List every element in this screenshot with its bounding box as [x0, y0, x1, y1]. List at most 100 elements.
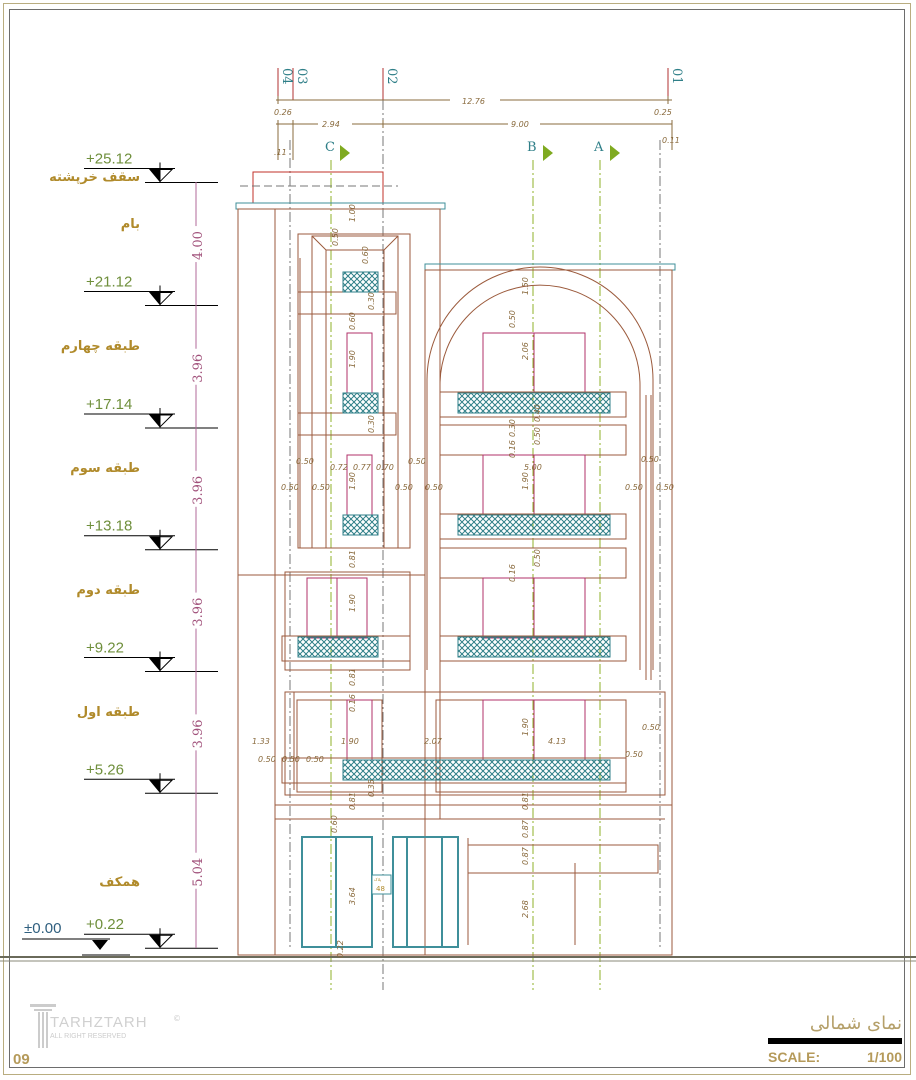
svg-text:0.87: 0.87	[521, 819, 530, 838]
svg-text:1.90: 1.90	[521, 472, 530, 490]
level-marker: +13.18	[84, 518, 218, 551]
svg-text:1.90: 1.90	[348, 472, 357, 490]
dim-span-main: 9.00	[511, 120, 529, 129]
svg-text:0.81: 0.81	[348, 550, 357, 568]
svg-text:0.50: 0.50	[331, 228, 340, 246]
level-value: +13.18	[86, 518, 132, 535]
svg-text:0.30: 0.30	[508, 419, 517, 437]
level-value: +9.22	[86, 639, 124, 656]
svg-text:3.64: 3.64	[348, 887, 357, 905]
floor-name-label: همکف	[99, 875, 140, 890]
svg-text:2.68: 2.68	[521, 900, 530, 918]
dim-gap	[189, 470, 203, 507]
dim-gap	[189, 592, 203, 629]
page-number: 09	[13, 1051, 30, 1068]
section-arrow-icon	[340, 145, 350, 161]
plate-number: 48	[376, 885, 385, 893]
svg-text:1.33: 1.33	[252, 737, 270, 746]
level-marker: +25.12	[84, 151, 218, 184]
svg-text:1.90: 1.90	[521, 718, 530, 736]
level-triangle-fill	[150, 935, 160, 948]
svg-text:0.50: 0.50	[642, 723, 660, 732]
balcony-slabs	[281, 391, 627, 784]
dim-left-offset: 0.26	[274, 108, 292, 117]
column-logo-icon	[30, 1004, 56, 1048]
svg-text:0.50: 0.50	[282, 755, 300, 764]
svg-text:1.90: 1.90	[348, 594, 357, 612]
grid-label-04: 04	[279, 68, 294, 85]
floor-height-label: 3.96	[191, 719, 206, 748]
floor-height-label: 3.96	[191, 476, 206, 505]
svg-text:0.30: 0.30	[367, 415, 376, 433]
dim-span-c: 2.94	[322, 120, 340, 129]
svg-text:0.35: 0.35	[367, 779, 376, 797]
svg-text:0.60: 0.60	[330, 815, 339, 833]
plate-label: پلاک	[374, 877, 381, 882]
svg-text:1.00: 1.00	[348, 204, 357, 222]
level-triangle-fill	[150, 658, 160, 671]
level-value: +25.12	[86, 151, 132, 168]
svg-text:0.87: 0.87	[521, 846, 530, 865]
grid-axes	[277, 68, 669, 100]
floor-height-label: 3.96	[191, 598, 206, 627]
level-marker: +17.14	[84, 396, 218, 429]
svg-text:1.90: 1.90	[341, 737, 359, 746]
level-marker: +21.12	[84, 274, 218, 307]
ground-level-marker	[22, 938, 130, 956]
svg-text:0.50: 0.50	[425, 483, 443, 492]
svg-text:0.50: 0.50	[258, 755, 276, 764]
scale-bar	[768, 1038, 902, 1044]
svg-text:0.50: 0.50	[625, 483, 643, 492]
level-triangle-fill	[150, 414, 160, 427]
svg-text:0.50: 0.50	[641, 455, 659, 464]
dim-right-offset: 0.25	[654, 108, 672, 117]
logo-copyright: ©	[173, 1014, 181, 1023]
logo-subtitle: ALL RIGHT RESERVED	[50, 1033, 127, 1040]
svg-text:0.50: 0.50	[281, 483, 299, 492]
drawing-border	[9, 9, 905, 1068]
level-triangle-fill	[150, 536, 160, 549]
section-arrow-icon	[543, 145, 553, 161]
balcony-railings	[297, 271, 611, 781]
level-marker: +9.22	[84, 639, 218, 672]
level-triangle-fill	[150, 292, 160, 305]
svg-text:0.60: 0.60	[361, 246, 370, 264]
svg-text:4.13: 4.13	[548, 737, 566, 746]
svg-text:0.70: 0.70	[376, 463, 394, 472]
floor-height-label: 4.00	[191, 231, 206, 260]
svg-text:0.72: 0.72	[330, 463, 348, 472]
svg-text:0.16: 0.16	[508, 440, 517, 458]
grid-label-03: 03	[294, 68, 309, 85]
svg-text:0.30: 0.30	[367, 292, 376, 310]
ground-line	[0, 956, 916, 962]
drawing-title: نمای شمالی	[809, 1013, 902, 1034]
svg-text:2.06: 2.06	[521, 342, 530, 360]
level-marker: +5.26	[84, 761, 218, 794]
svg-text:0.50: 0.50	[533, 427, 542, 445]
dim-gap	[189, 714, 203, 751]
svg-text:0.16: 0.16	[348, 694, 357, 712]
svg-text:0.50: 0.50	[395, 483, 413, 492]
floor-height-label: 3.96	[191, 354, 206, 383]
logo-name: TARHZTARH	[50, 1014, 148, 1031]
floor-height-dims: 4.003.963.963.963.965.04	[189, 226, 206, 889]
svg-text:0.50: 0.50	[533, 549, 542, 567]
dimension-texts: 1.00 0.50 0.60 0.30 0.60 1.50 0.50 2.06 …	[252, 204, 674, 958]
svg-text:1.50: 1.50	[521, 277, 530, 295]
section-label-c: C	[325, 140, 335, 155]
svg-text:0.16: 0.16	[508, 564, 517, 582]
sheet-border	[3, 3, 911, 1075]
dim-right-small: 0.11	[662, 136, 680, 145]
building-outline	[235, 171, 676, 956]
svg-text:0.50: 0.50	[656, 483, 674, 492]
level-triangle-fill	[150, 780, 160, 793]
svg-text:0.77: 0.77	[353, 463, 372, 472]
level-triangle-fill	[150, 169, 160, 182]
floor-name-label: بام	[121, 217, 140, 232]
floor-name-label: طبقه اول	[77, 705, 140, 720]
floor-name-label: طبقه سوم	[70, 461, 140, 476]
dim-gap	[189, 852, 203, 889]
ground-level-label: ±0.00	[24, 920, 61, 937]
